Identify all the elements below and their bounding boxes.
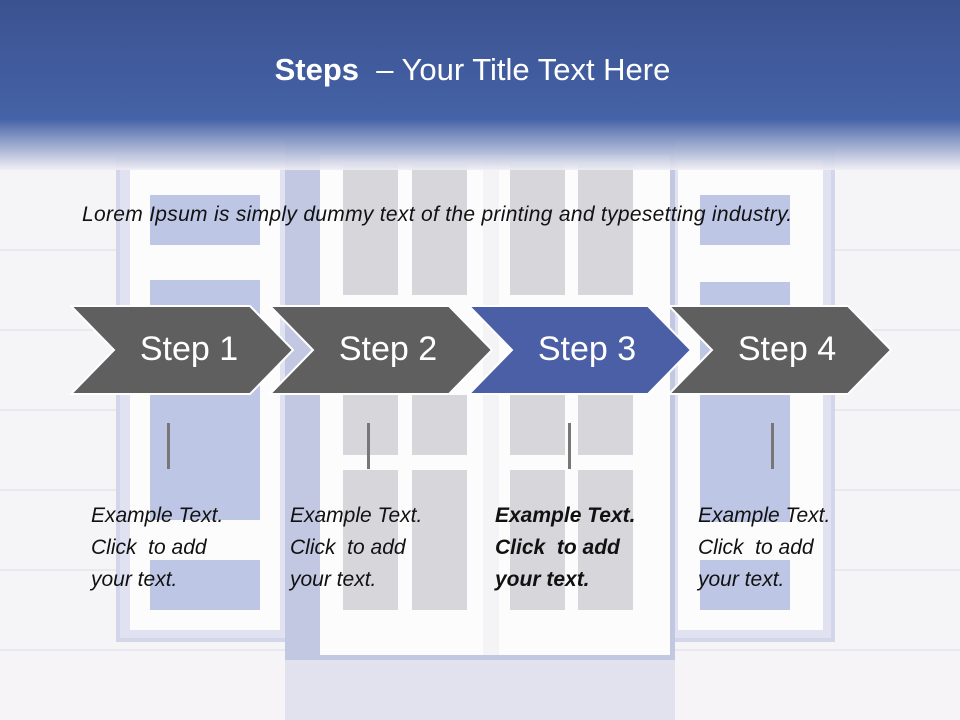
step-2-text[interactable]: Example Text. Click to add your text. <box>290 504 423 591</box>
step-1-label: Step 1 <box>139 330 239 368</box>
step-3-label: Step 3 <box>537 330 637 368</box>
step-4-text[interactable]: Example Text. Click to add your text. <box>698 504 831 591</box>
step-1-shape <box>70 305 295 395</box>
step-4-connector <box>771 423 774 469</box>
step-4-shape <box>668 305 893 395</box>
title-rest: – Your Title Text Here <box>359 52 671 87</box>
intro-text[interactable]: Lorem Ipsum is simply dummy text of the … <box>82 203 793 226</box>
step-2-connector <box>367 423 370 469</box>
step-2-shape <box>269 305 494 395</box>
step-3-text[interactable]: Example Text. Click to add your text. <box>495 504 636 591</box>
step-2-label: Step 2 <box>338 330 438 368</box>
step-4-chevron[interactable]: Step 4 <box>668 305 893 395</box>
step-3-chevron[interactable]: Step 3 <box>468 305 693 395</box>
slide-title[interactable]: Steps – Your Title Text Here <box>0 52 945 88</box>
step-1-chevron[interactable]: Step 1 <box>70 305 295 395</box>
step-1-text[interactable]: Example Text. Click to add your text. <box>91 504 224 591</box>
step-3-connector <box>568 423 571 469</box>
step-3-shape <box>468 305 693 395</box>
step-4-label: Step 4 <box>737 330 837 368</box>
title-bold: Steps <box>274 52 360 87</box>
title-band <box>0 0 960 170</box>
step-2-chevron[interactable]: Step 2 <box>269 305 494 395</box>
step-1-connector <box>167 423 170 469</box>
